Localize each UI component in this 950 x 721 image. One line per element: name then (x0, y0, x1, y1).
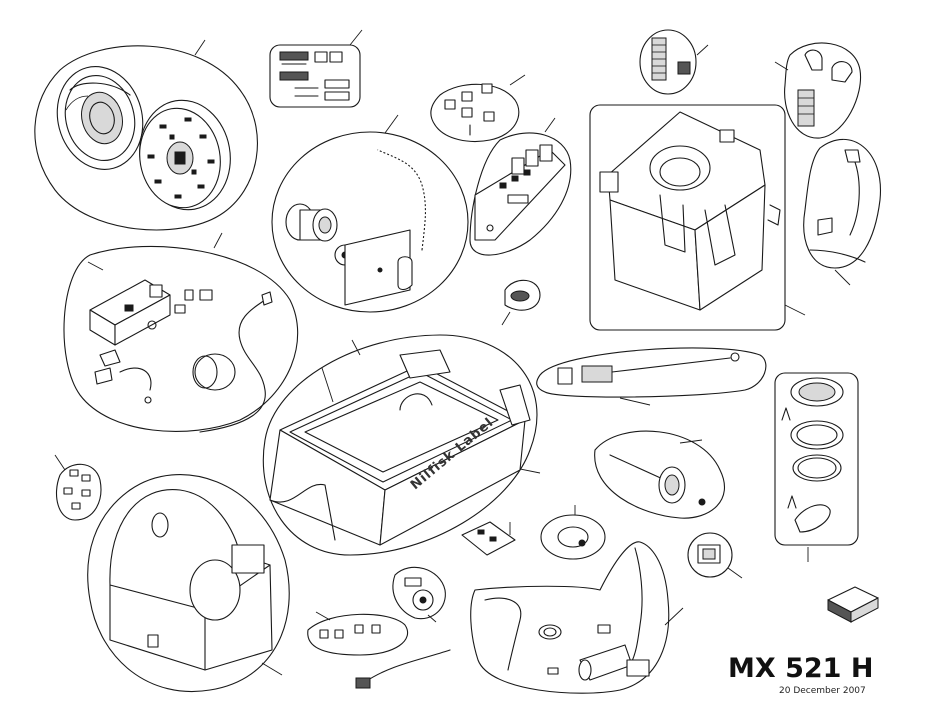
solution-pump-group (64, 233, 298, 432)
valve-block (90, 280, 170, 345)
control-panel-group (470, 118, 571, 255)
pump-hose-group (272, 115, 468, 312)
base-housing (110, 490, 272, 670)
motor-assembly-group (35, 40, 258, 230)
recovery-tank-box (590, 105, 805, 330)
pump-motor-cylinder (193, 354, 235, 390)
tube-loop (541, 505, 605, 559)
caster-wheel (393, 567, 445, 622)
mounting-plate (345, 230, 412, 305)
hinge-fasteners (308, 612, 408, 655)
base-housing-group (88, 475, 289, 692)
main-tank-group: Nilfisk Label (263, 335, 540, 555)
switch-kit-box (270, 30, 362, 107)
solution-tank: Nilfisk Label (270, 350, 530, 545)
impeller-disc (131, 93, 239, 217)
gasket-stack-box (775, 373, 858, 562)
button-cluster (431, 75, 525, 141)
filter-cap (502, 280, 540, 325)
brush-roller-group (595, 431, 725, 518)
hose-coupling (688, 533, 742, 578)
side-panel-group (471, 542, 683, 693)
drain-hose-group (804, 139, 881, 285)
circuit-board (462, 522, 515, 555)
electronic-box (828, 587, 878, 622)
filter-parts (640, 30, 708, 94)
motor-housing (46, 57, 154, 179)
title-block: MX 521 H 20 December 2007 (728, 654, 888, 696)
document-date: 20 December 2007 (779, 686, 888, 696)
power-cable (356, 650, 450, 688)
model-title: MX 521 H (728, 654, 888, 684)
wand-rod-group (537, 348, 766, 405)
clips-group (55, 455, 101, 520)
inlet-filter-parts (775, 43, 861, 138)
